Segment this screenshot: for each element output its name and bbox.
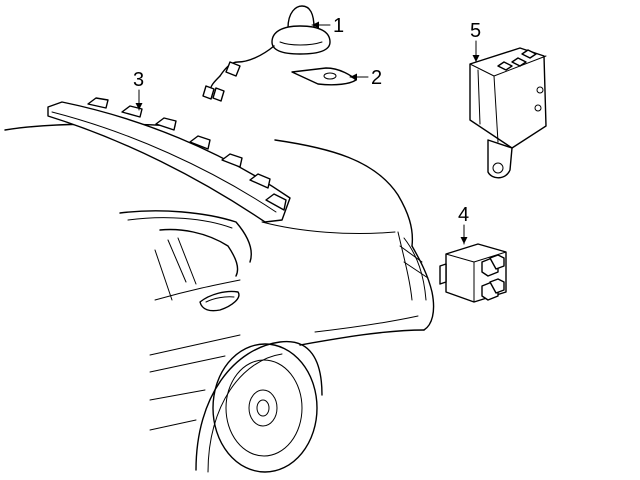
callout-1: 1 [311, 15, 344, 37]
callout-3: 3 [133, 69, 144, 111]
callout-2-label: 2 [371, 67, 382, 89]
callout-4: 4 [458, 204, 469, 245]
callout-3-label: 3 [133, 69, 144, 91]
callout-4-label: 4 [458, 204, 469, 226]
car-body [4, 123, 435, 473]
part-3-antenna-bar [47, 97, 291, 223]
part-4-relay-module [439, 243, 507, 303]
callout-5: 5 [470, 20, 481, 63]
part-1-antenna [202, 5, 331, 102]
callout-1-label: 1 [333, 15, 344, 37]
callout-2: 2 [349, 67, 382, 89]
part-5-amplifier-module [469, 47, 547, 179]
callout-5-label: 5 [470, 20, 481, 42]
part-2-gasket [291, 67, 357, 86]
